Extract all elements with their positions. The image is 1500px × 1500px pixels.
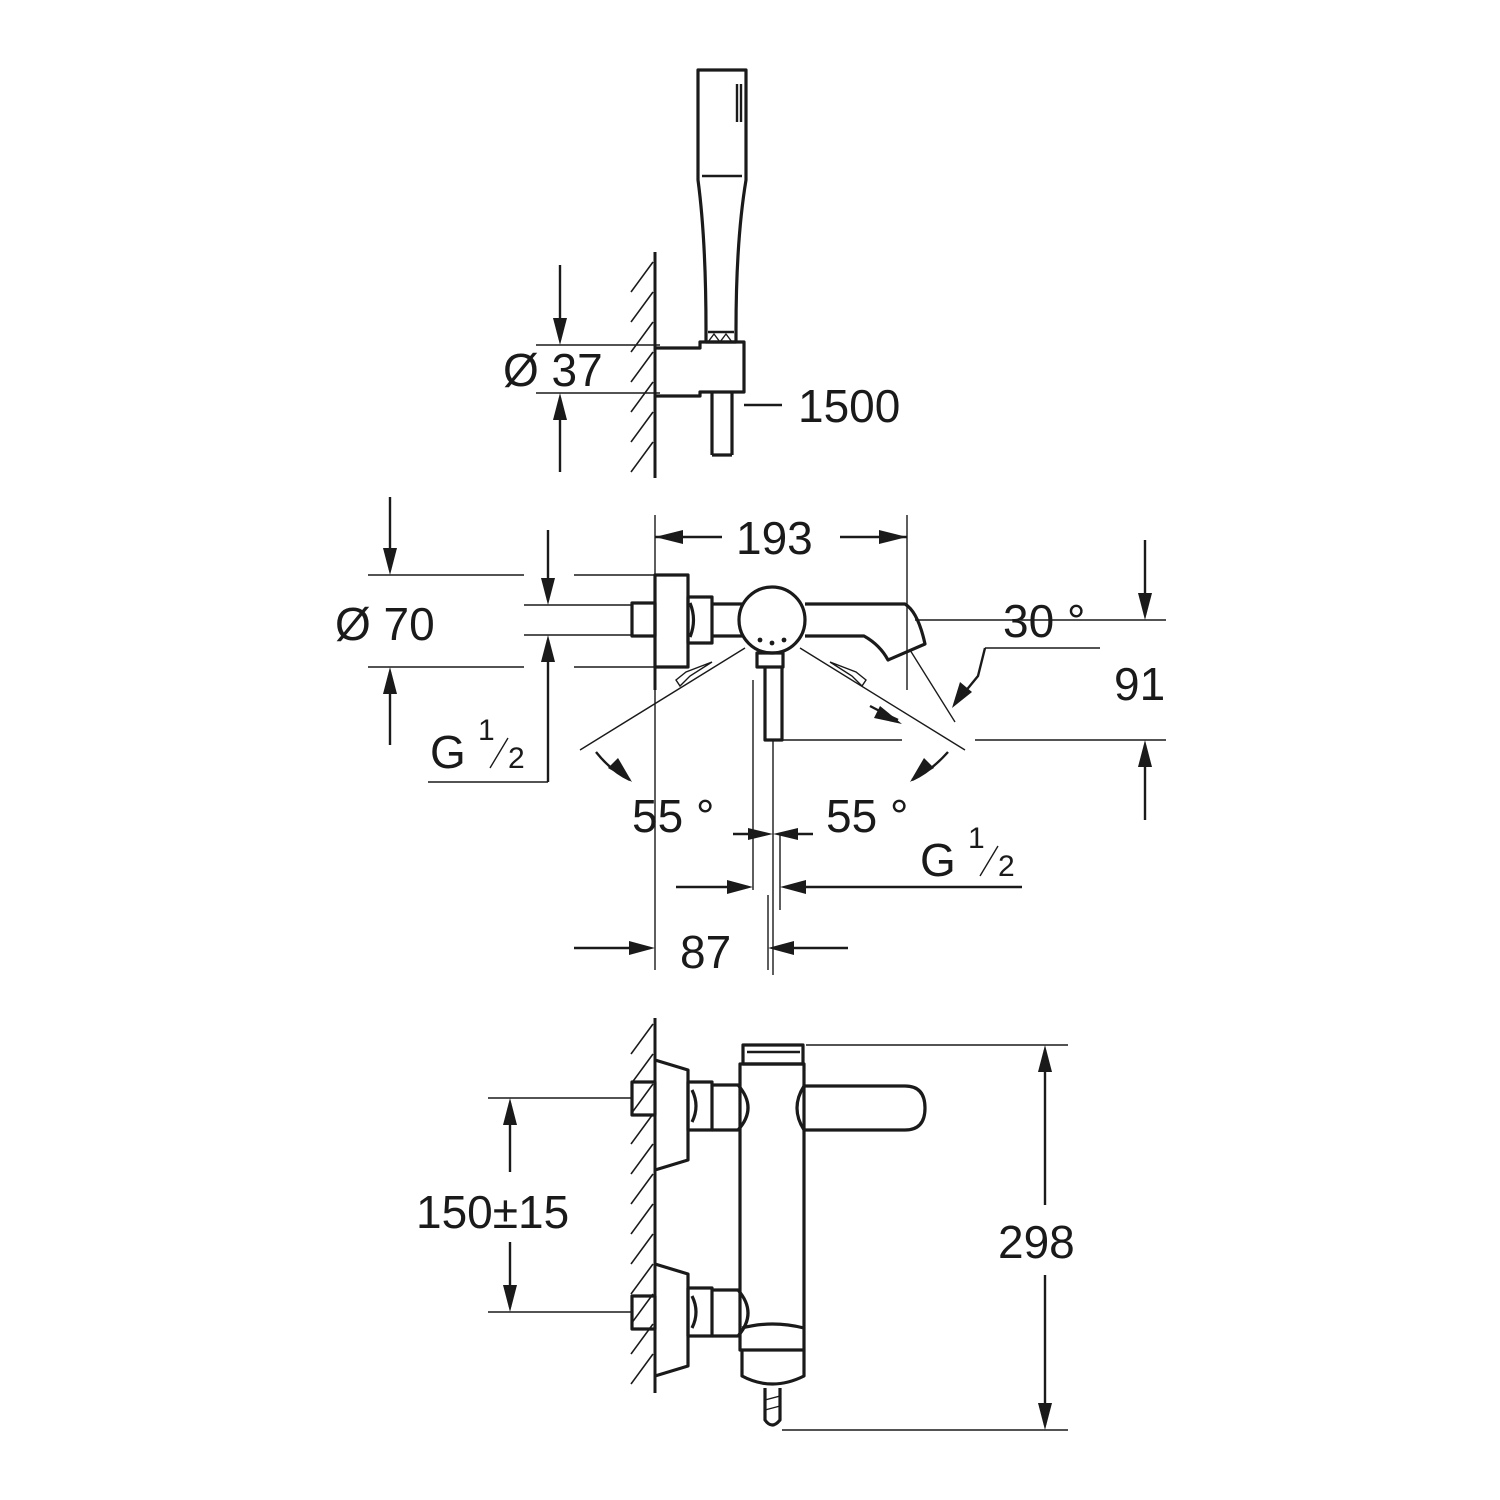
upper-rosette <box>654 1058 690 1172</box>
s-union-nut <box>686 595 714 645</box>
projection-87-label: 87 <box>680 926 731 978</box>
shower-holder <box>655 340 746 398</box>
spout-top <box>805 602 927 662</box>
top-view: 193 Ø 70 <box>335 497 1166 978</box>
lever-front <box>804 1084 927 1132</box>
diameter-37-label: Ø 37 <box>503 344 603 396</box>
hand-shower-body <box>696 68 748 344</box>
angle-55-right-label: 55 ° <box>826 790 908 842</box>
thread-left-denominator: 2 <box>508 742 525 775</box>
front-view: 150±15 298 <box>416 1018 1075 1431</box>
centres-label: 150±15 <box>416 1186 569 1238</box>
shower-hose <box>710 392 734 457</box>
hand-shower-view: Ø 37 1500 <box>503 68 900 478</box>
outlet-front <box>763 1388 782 1427</box>
thread-left-numerator: 1 <box>478 714 495 747</box>
height-298-label: 298 <box>998 1216 1075 1268</box>
swivel-lines <box>579 647 966 782</box>
thread-right-denominator: 2 <box>998 850 1015 883</box>
rosette <box>653 573 690 669</box>
thread-right-numerator: 1 <box>968 822 985 855</box>
angle-55-left-label: 55 ° <box>632 790 714 842</box>
lower-rosette <box>654 1262 690 1378</box>
wall-front-hatching <box>630 1023 654 1385</box>
thread-left-label: G <box>430 726 466 778</box>
angle-30-label: 30 ° <box>1003 595 1085 647</box>
hose-length-label: 1500 <box>798 380 900 432</box>
height-91-label: 91 <box>1114 658 1165 710</box>
lever-top <box>755 651 785 669</box>
diameter-70-label: Ø 70 <box>335 598 435 650</box>
thread-right-label: G <box>920 834 956 886</box>
width-193-label: 193 <box>736 512 813 564</box>
wall-hatching <box>630 261 654 473</box>
